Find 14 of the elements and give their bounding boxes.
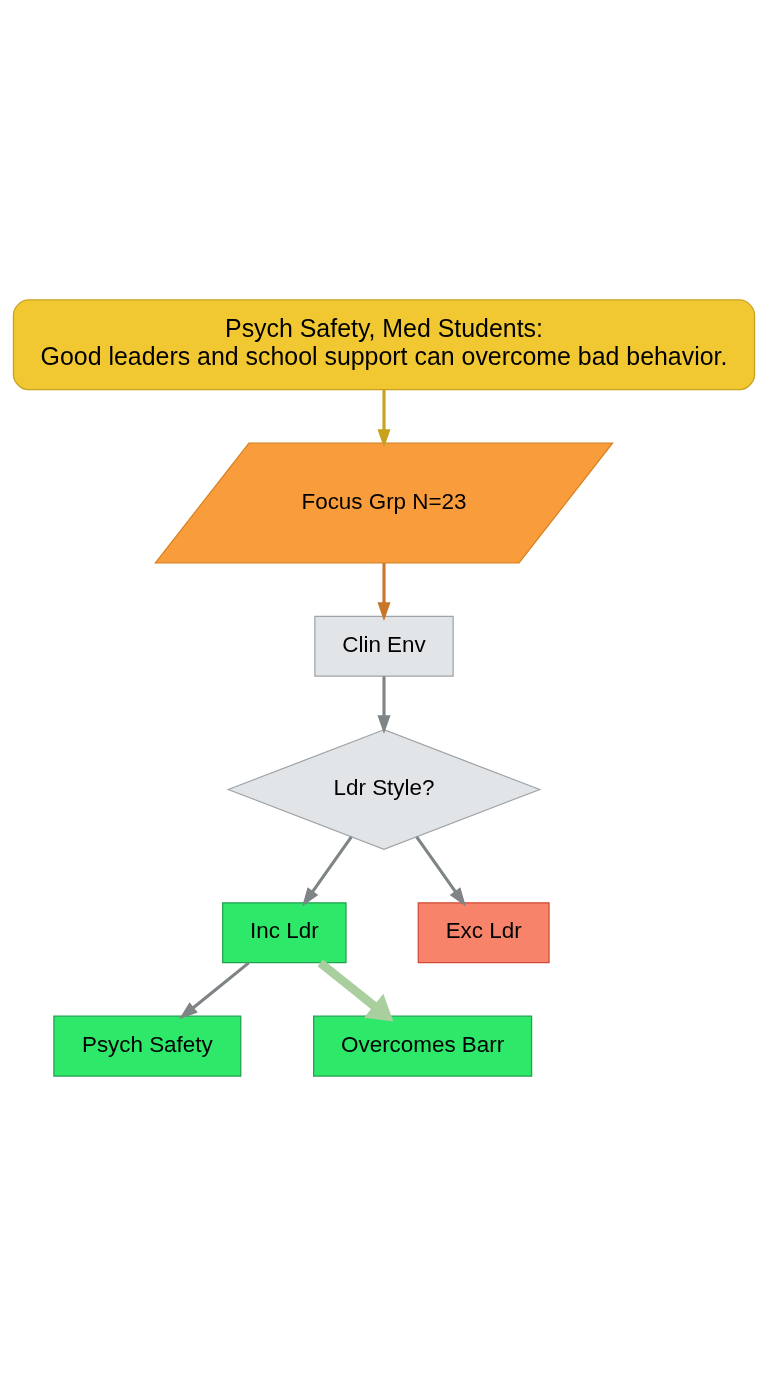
arrow bbox=[415, 835, 466, 907]
arrow bbox=[377, 676, 391, 734]
node-box: Clin Env bbox=[314, 615, 454, 677]
node-diamond: Ldr Style? bbox=[226, 729, 542, 850]
node-box: Inc Ldr bbox=[222, 902, 347, 964]
node-box: Psych Safety, Med Students: Good leaders and school support can overcome bad behavior. bbox=[12, 299, 756, 391]
node-box: Psych Safety bbox=[53, 1015, 242, 1077]
node-box: Exc Ldr bbox=[417, 902, 550, 964]
node-box: Overcomes Barr bbox=[313, 1015, 533, 1077]
arrow bbox=[377, 563, 391, 621]
arrow bbox=[317, 959, 394, 1022]
arrow bbox=[377, 389, 391, 448]
arrow bbox=[179, 961, 250, 1020]
arrow bbox=[302, 835, 353, 907]
